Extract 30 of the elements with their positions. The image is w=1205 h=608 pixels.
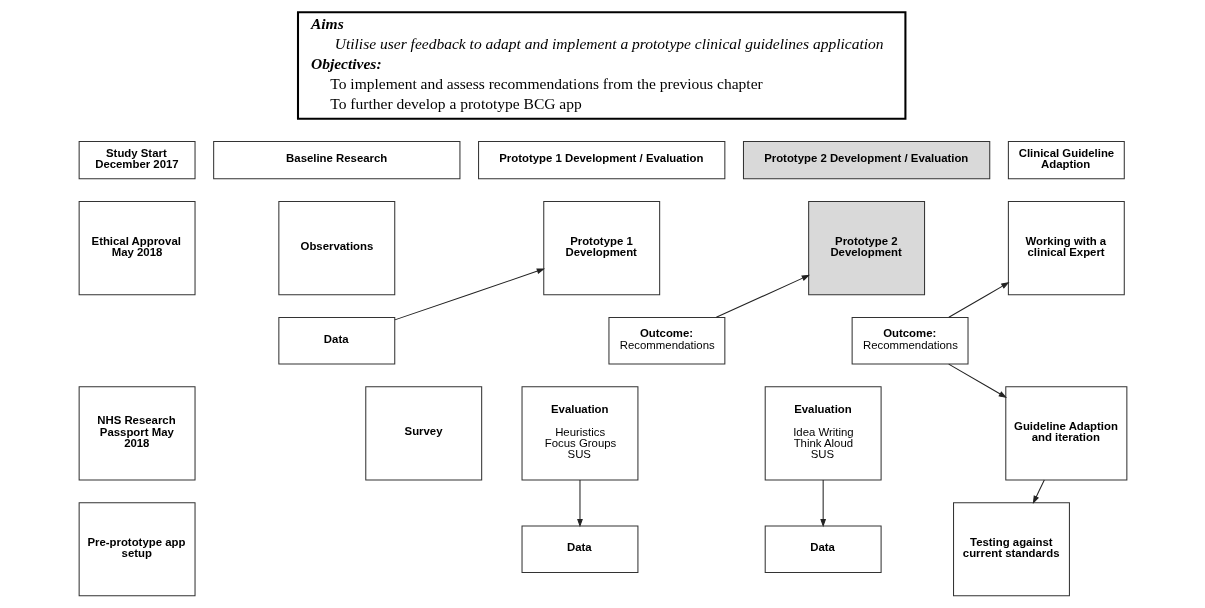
arrow (947, 363, 1007, 398)
node-box: Outcome: Recommendations (607, 316, 725, 365)
node-box: Pre-prototype app setup (78, 502, 196, 597)
node-box: Study Start December 2017 (78, 141, 196, 180)
node-box: Aims Utilise user feedback to adapt and implement a prototype clinical guidelines application Objectives: To implement and assess recommendations from the previous chapter To further develop a prototype BCG app (296, 11, 906, 120)
node-box: NHS Research Passport May 2018 (78, 386, 196, 481)
arrow (393, 268, 545, 321)
node-box: Prototype 2 Development / Evaluation (742, 141, 990, 180)
node-box: Outcome: Recommendations (851, 316, 969, 365)
node-box: Guideline Adaption and iteration (1004, 386, 1127, 481)
node-box: Prototype 1 Development / Evaluation (477, 141, 725, 180)
node-box: Clinical Guideline Adaption (1007, 141, 1125, 180)
node-box: Testing against current standards (952, 502, 1070, 597)
node-box: Survey (364, 386, 482, 481)
node-box: Baseline Research (212, 141, 460, 180)
node-box: Ethical Approval May 2018 (78, 201, 196, 296)
node-box: Evaluation Heuristics Focus Groups SUS (521, 386, 638, 481)
node-box: Data (764, 525, 882, 574)
arrow (715, 274, 810, 318)
node-box: Prototype 1 Development (542, 201, 660, 296)
arrow (1032, 479, 1045, 504)
arrow (947, 282, 1009, 318)
node-box: Working with a clinical Expert (1007, 201, 1125, 296)
arrow (576, 479, 583, 528)
node-box: Prototype 2 Development (807, 201, 925, 296)
node-box: Evaluation Idea Writing Think Aloud SUS (764, 386, 882, 481)
node-box: Data (277, 316, 395, 365)
node-box: Data (521, 525, 638, 574)
arrow (819, 479, 826, 528)
node-box: Observations (277, 201, 395, 296)
